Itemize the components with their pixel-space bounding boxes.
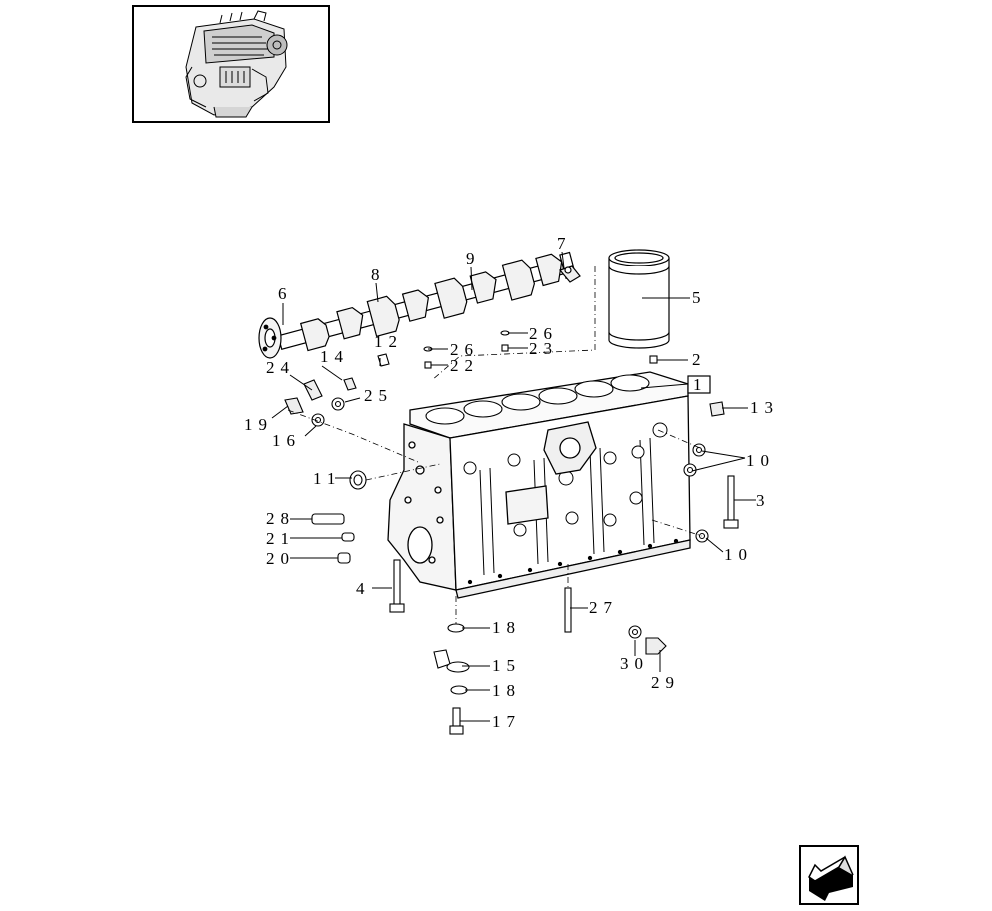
reference-frame-box: [687, 375, 711, 394]
callout-10-lower: 10: [724, 545, 753, 564]
assembly-dashed-lines: [287, 266, 703, 624]
callout-26-right: 26: [529, 324, 558, 343]
callout-5: 5: [692, 288, 707, 307]
callout-21: 21: [266, 529, 295, 548]
callout-16: 16: [272, 431, 301, 450]
callout-4: 4: [356, 579, 371, 598]
cylinder-liner: [608, 249, 670, 349]
callout-27: 27: [589, 598, 618, 617]
callout-8: 8: [371, 265, 386, 284]
callout-20: 20: [266, 549, 295, 568]
callout-29: 29: [651, 673, 680, 692]
callout-13: 13: [750, 398, 779, 417]
callout-1: 1: [693, 375, 708, 394]
callout-22: 22: [450, 356, 479, 375]
callout-12: 12: [374, 332, 403, 351]
callout-19: 19: [244, 415, 273, 434]
callout-11: 11: [313, 469, 341, 488]
callout-17: 17: [492, 712, 521, 731]
engine-block: [387, 371, 691, 599]
callout-2: 2: [692, 350, 707, 369]
engine-thumbnail[interactable]: [132, 5, 330, 123]
callout-7: 7: [557, 234, 572, 253]
callout-10-upper: 10: [746, 451, 775, 470]
callout-labels: 1 2 3 4 5 6 7 8 9 10 10 11 12 13 14 15 1…: [244, 234, 779, 731]
callout-25: 25: [364, 386, 393, 405]
callout-18-lower: 18: [492, 681, 521, 700]
engine-overview-icon: [185, 10, 288, 118]
camshaft: [258, 251, 581, 359]
previous-page-button[interactable]: [799, 845, 859, 905]
callout-6: 6: [278, 284, 293, 303]
callout-24: 24: [266, 358, 295, 377]
previous-page-arrow-icon: [808, 855, 854, 901]
leader-lines: [271, 251, 756, 722]
callout-30: 30: [620, 654, 649, 673]
callout-14: 14: [320, 347, 349, 366]
callout-23: 23: [529, 339, 558, 358]
callout-28: 28: [266, 509, 295, 528]
callout-26-left: 26: [450, 340, 479, 359]
callout-15: 15: [492, 656, 521, 675]
callout-3: 3: [756, 491, 771, 510]
callout-18-upper: 18: [492, 618, 521, 637]
callout-9: 9: [466, 249, 481, 268]
